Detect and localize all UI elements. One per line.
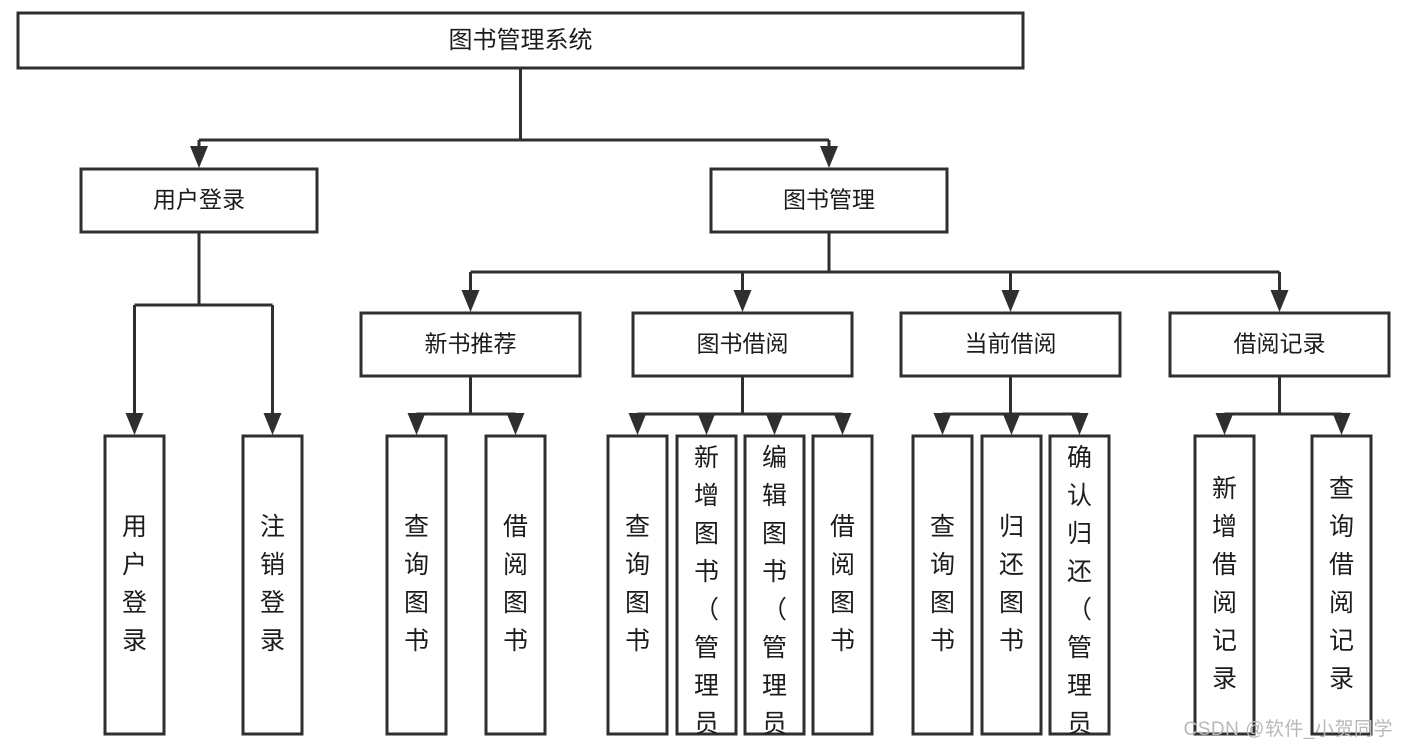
arrowhead-icon [765,413,784,435]
connector-edges [125,68,1351,435]
node-box[interactable] [899,311,1122,378]
leaf-label: 借阅图书 [503,513,528,655]
arrowhead-icon [1002,413,1021,435]
leaf-leaf-edit-book-admin[interactable]: 编辑图书（管理员） [743,434,806,747]
node-box[interactable] [16,11,1025,70]
leaf-leaf-query-book-bor[interactable]: 查询图书 [606,434,669,736]
leaf-label: 注销登录 [260,513,285,655]
leaf-label: 借阅图书 [830,513,855,655]
arrowhead-icon [506,413,525,435]
node-book-borrow[interactable]: 图书借阅 [631,311,854,378]
node-box[interactable] [241,434,304,736]
node-box[interactable] [811,434,874,736]
node-box[interactable] [79,167,319,234]
leaf-leaf-logout-login[interactable]: 注销登录 [241,434,304,736]
leaf-leaf-query-borrow-record[interactable]: 查询借阅记录 [1310,434,1373,736]
arrowhead-icon [1270,290,1289,312]
node-box[interactable] [980,434,1043,736]
leaf-leaf-query-book-rec[interactable]: 查询图书 [385,434,448,736]
node-book-management[interactable]: 图书管理 [709,167,949,234]
node-box[interactable] [743,434,806,736]
node-current-borrow[interactable]: 当前借阅 [899,311,1122,378]
node-box[interactable] [484,434,547,736]
arrowhead-icon [833,413,852,435]
arrowhead-icon [1001,290,1020,312]
node-label: 图书管理系统 [449,27,593,54]
arrowhead-icon [628,413,647,435]
diagram-nodes: 图书管理系统用户登录图书管理新书推荐图书借阅当前借阅借阅记录用户登录注销登录查询… [16,11,1391,747]
arrowhead-icon [190,146,208,168]
leaf-label: 查询图书 [625,513,650,655]
node-box[interactable] [606,434,669,736]
leaf-leaf-query-book-cur[interactable]: 查询图书 [911,434,974,736]
node-label: 用户登录 [153,187,245,213]
node-user-login[interactable]: 用户登录 [79,167,319,234]
node-label: 当前借阅 [965,331,1057,357]
leaf-label: 查询图书 [404,513,429,655]
leaf-label: 编辑图书（管理员） [762,444,787,747]
leaf-leaf-user-login[interactable]: 用户登录 [103,434,166,736]
arrowhead-icon [461,290,480,312]
leaf-label: 查询图书 [930,513,955,655]
node-new-book-recommend[interactable]: 新书推荐 [359,311,582,378]
node-box[interactable] [103,434,166,736]
node-box[interactable] [385,434,448,736]
leaf-leaf-add-borrow-record[interactable]: 新增借阅记录 [1193,434,1256,736]
node-box[interactable] [1310,434,1373,736]
leaf-label: 用户登录 [122,513,147,655]
node-box[interactable] [675,434,738,736]
node-label: 借阅记录 [1234,331,1326,357]
arrowhead-icon [1070,413,1089,435]
leaf-leaf-borrow-book-bor[interactable]: 借阅图书 [811,434,874,736]
leaf-leaf-add-book-admin[interactable]: 新增图书（管理员） [675,434,738,747]
arrowhead-icon [1332,413,1351,435]
node-box[interactable] [911,434,974,736]
arrowhead-icon [1215,413,1234,435]
node-borrow-record[interactable]: 借阅记录 [1168,311,1391,378]
arrowhead-icon [263,413,282,435]
leaf-leaf-confirm-return[interactable]: 确认归还（管理员） [1048,434,1111,747]
node-box[interactable] [1048,434,1111,736]
node-box[interactable] [709,167,949,234]
node-label: 新书推荐 [425,331,517,357]
leaf-label: 新增借阅记录 [1212,475,1237,693]
arrowhead-icon [733,290,752,312]
leaf-label: 查询借阅记录 [1329,475,1354,693]
leaf-leaf-return-book[interactable]: 归还图书 [980,434,1043,736]
leaf-label: 归还图书 [999,513,1024,655]
leaf-label: 确认归还（管理员） [1067,444,1092,747]
arrowhead-icon [407,413,426,435]
node-label: 图书管理 [783,187,875,213]
node-root[interactable]: 图书管理系统 [16,11,1025,70]
leaf-label: 新增图书（管理员） [694,444,719,747]
leaf-leaf-borrow-book-rec[interactable]: 借阅图书 [484,434,547,736]
node-box[interactable] [1193,434,1256,736]
node-box[interactable] [631,311,854,378]
arrowhead-icon [697,413,716,435]
arrowhead-icon [820,146,838,168]
node-box[interactable] [1168,311,1391,378]
node-label: 图书借阅 [697,331,789,357]
node-box[interactable] [359,311,582,378]
arrowhead-icon [125,413,144,435]
arrowhead-icon [933,413,952,435]
